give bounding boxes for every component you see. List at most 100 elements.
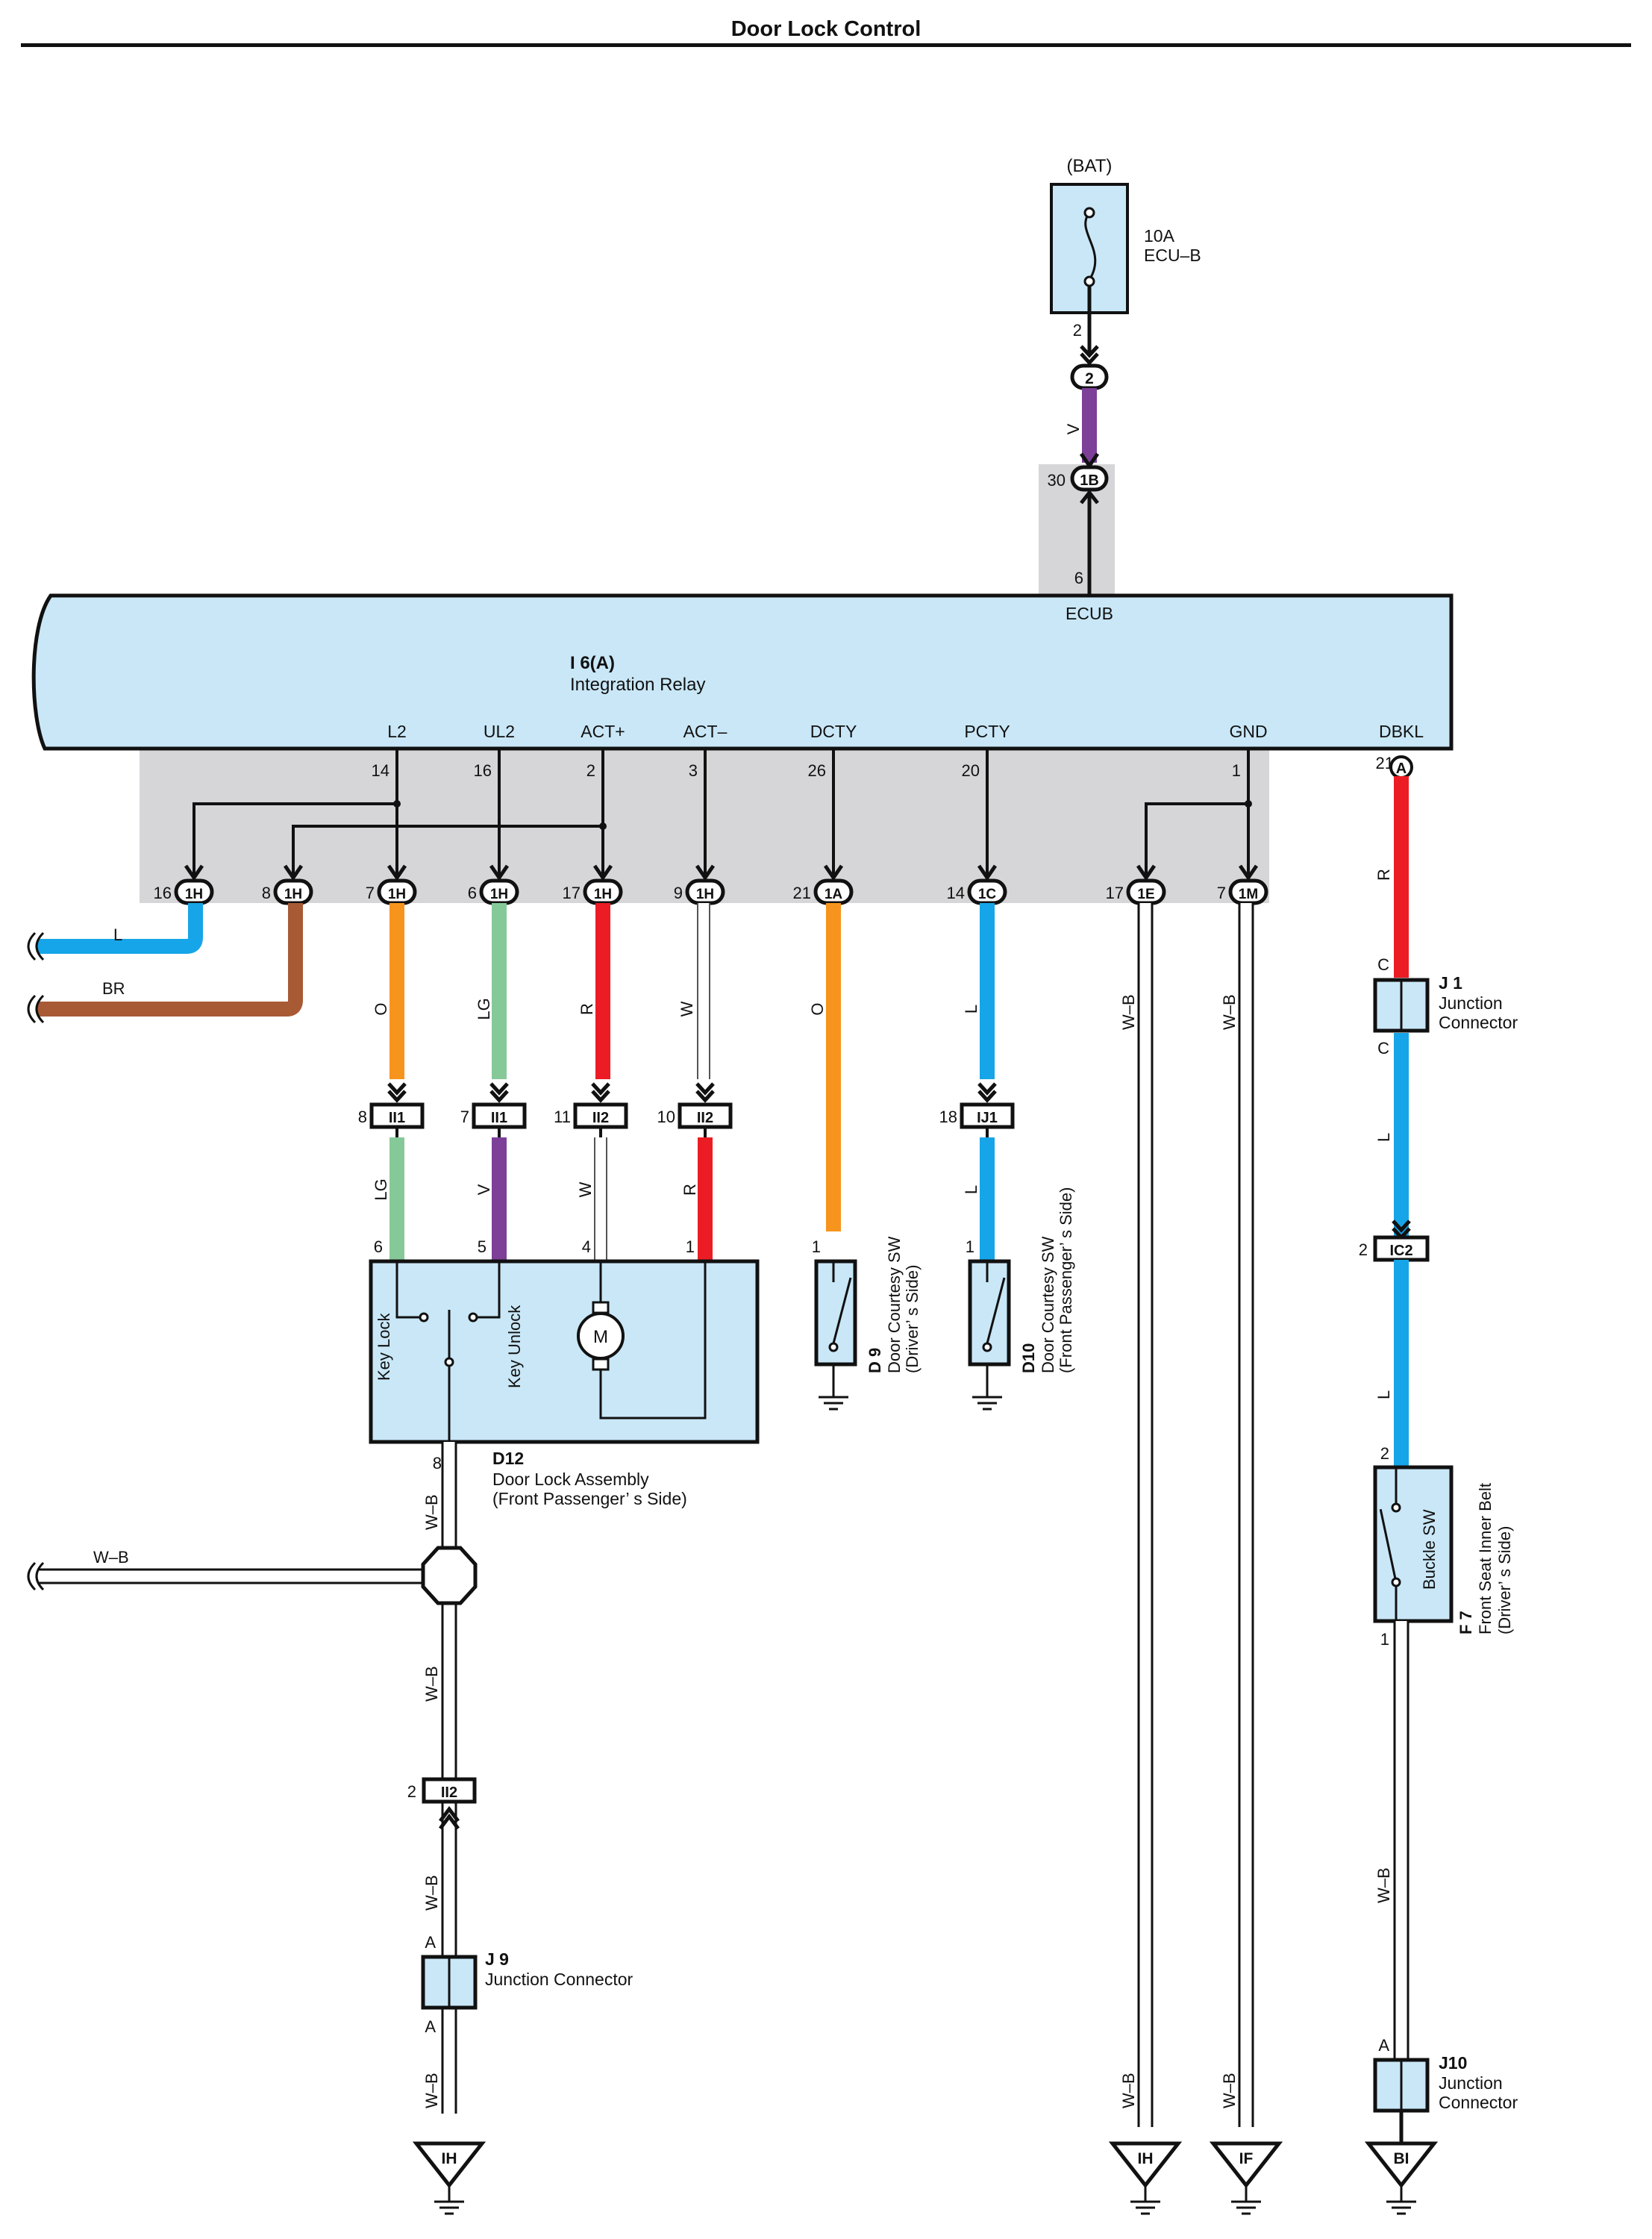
wire-label: O [808, 1002, 827, 1015]
page-title: Door Lock Control [731, 17, 922, 41]
svg-text:BI: BI [1394, 2150, 1409, 2167]
svg-text:IH: IH [1138, 2150, 1154, 2167]
wire-wb-dbkl [1393, 1621, 1409, 2060]
wire-label: R [680, 1184, 699, 1196]
terminal-pin: 16 [474, 761, 492, 780]
harness-connector-label: 1H [388, 887, 406, 902]
inline-connector-label: II2 [592, 1110, 609, 1126]
fuse-pin: 2 [1073, 321, 1082, 340]
wire-label: W [576, 1181, 595, 1197]
svg-text:A: A [425, 2017, 436, 2036]
bat-label: (BAT) [1067, 156, 1113, 176]
integration-relay [31, 593, 1454, 751]
fuse-name: ECU–B [1144, 246, 1201, 265]
svg-text:W–B: W–B [422, 1494, 441, 1530]
wire-lg-1 [492, 903, 507, 1079]
bus-act-plus [292, 825, 603, 877]
harness-connector-label: 1C [978, 887, 997, 902]
connector-a-label: A [1396, 761, 1407, 777]
inline-connector-pin: 7 [460, 1108, 469, 1126]
wire-l-2 [980, 1137, 995, 1261]
harness-connector-pin: 17 [1106, 884, 1124, 902]
terminal-pin: 3 [689, 761, 698, 780]
svg-text:D10: D10 [1019, 1343, 1038, 1373]
svg-text:L: L [1374, 1390, 1393, 1399]
harness-connector-pin: 7 [366, 884, 375, 902]
terminal-pin: 1 [1232, 761, 1241, 780]
harness-connector-pin: 7 [1217, 884, 1226, 902]
inline-connector [472, 1102, 527, 1129]
svg-text:L: L [1374, 1133, 1393, 1142]
inline-connector-label: II1 [491, 1110, 507, 1126]
d12-id: D12 [492, 1449, 524, 1468]
terminal-name: PCTY [964, 722, 1010, 741]
svg-text:2: 2 [1380, 1444, 1389, 1463]
relay-id: I 6(A) [570, 653, 615, 673]
terminal-name: ACT+ [581, 722, 625, 741]
key-unlock-label: Key Unlock [505, 1305, 524, 1388]
svg-text:Front Seat Inner Belt: Front Seat Inner Belt [1476, 1483, 1495, 1634]
fuse-icon [1084, 212, 1097, 281]
harness-connector-label: 1H [284, 887, 302, 902]
buckle-switch [1373, 1465, 1454, 1623]
harness-connector-label: 1H [490, 887, 508, 902]
wire-label: LG [372, 1178, 390, 1200]
terminal-name: L2 [387, 722, 407, 741]
wire-lg-2 [389, 1137, 404, 1261]
terminal-pin: 2 [586, 761, 595, 780]
svg-text:C: C [1377, 955, 1389, 974]
wire-r-1 [595, 903, 610, 1079]
wire-label: V [475, 1184, 493, 1195]
wire-label: R [578, 1003, 596, 1015]
svg-text:IC2: IC2 [1389, 1243, 1412, 1259]
svg-text:4: 4 [582, 1237, 591, 1256]
svg-text:1B: 1B [1080, 472, 1099, 489]
wire-v-2 [492, 1137, 507, 1261]
svg-text:D 9: D 9 [866, 1348, 884, 1373]
terminal-pin: 26 [808, 761, 826, 780]
wire-wb-1e [1137, 903, 1154, 2127]
inline-connector [960, 1102, 1015, 1129]
bus-gnd [1145, 802, 1248, 877]
wire-o-1 [389, 903, 404, 1079]
wire-label: LG [475, 998, 493, 1019]
svg-text:W–B: W–B [422, 1666, 441, 1702]
svg-text:6: 6 [1074, 569, 1083, 587]
svg-text:1: 1 [686, 1237, 695, 1256]
svg-text:30: 30 [1048, 471, 1066, 490]
d12-name2: (Front Passenger’ s Side) [492, 1489, 687, 1508]
svg-text:J 9: J 9 [485, 1949, 509, 1969]
inline-connector-pin: 10 [657, 1108, 675, 1126]
inline-connector-pin: 8 [358, 1108, 367, 1126]
terminal-pin: 14 [372, 761, 389, 780]
svg-text:W–B: W–B [1220, 994, 1239, 1030]
svg-text:2: 2 [1085, 370, 1094, 387]
wire-l-pcty [980, 903, 995, 1079]
relay-ecub-label: ECUB [1066, 604, 1113, 623]
d9-switch [814, 1259, 857, 1381]
terminal-name: UL2 [484, 722, 515, 741]
harness-connector-label: 1H [696, 887, 714, 902]
ground-ih-left [412, 2141, 486, 2189]
svg-text:W–B: W–B [93, 1548, 129, 1567]
wire-label-l: L [113, 925, 122, 944]
door-lock-assembly [369, 1259, 760, 1444]
junction-j10 [1373, 2058, 1430, 2113]
wire-wb-1m [1238, 903, 1254, 2127]
svg-text:II2: II2 [441, 1784, 457, 1801]
inline-connector [369, 1102, 425, 1129]
svg-text:1: 1 [966, 1237, 974, 1256]
wire-r-2 [698, 1137, 713, 1261]
wire-label: L [962, 1185, 980, 1194]
svg-text:A: A [1378, 2036, 1389, 2055]
svg-text:2: 2 [407, 1782, 416, 1801]
wire-w-1 [697, 903, 710, 1079]
title-rule [21, 43, 1631, 47]
svg-text:(Front Passenger’ s Side): (Front Passenger’ s Side) [1057, 1187, 1075, 1373]
svg-text:Junction: Junction [1439, 2073, 1503, 2093]
wire-l-left [37, 903, 203, 954]
wire-label: L [962, 1005, 980, 1014]
svg-text:M: M [593, 1327, 608, 1347]
harness-connector-pin: 21 [793, 884, 811, 902]
